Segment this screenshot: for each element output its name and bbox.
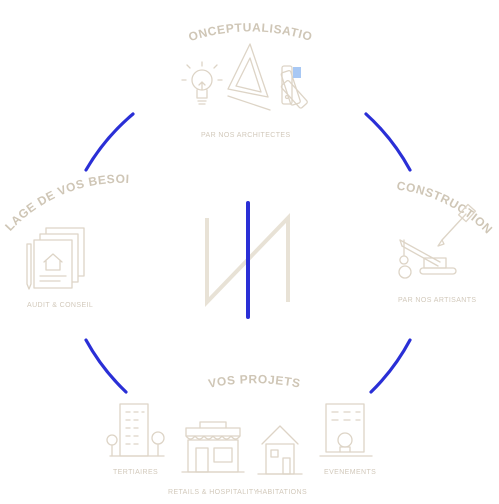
storefront-icon[interactable] xyxy=(181,421,245,473)
office-building-icon[interactable] xyxy=(106,403,165,457)
projet-label-tertiaires[interactable]: TERTIAIRES xyxy=(113,469,159,476)
paintbrush-icon xyxy=(437,203,477,247)
construction-title: CONSTRUCTION xyxy=(396,179,495,237)
ciblage-caption: AUDIT & CONSEIL xyxy=(27,302,94,309)
ciblage-title: CIBLAGE DE VOS BESOINS xyxy=(0,0,129,234)
section-conceptualisation[interactable]: CONCEPTUALISATION xyxy=(0,0,314,111)
conceptualisation-caption: PAR NOS ARCHITECTES xyxy=(201,132,291,139)
svg-text:CONCEPTUALISATION: CONCEPTUALISATION xyxy=(0,0,314,44)
color-swatch-highlight xyxy=(293,67,301,78)
projet-label-retail[interactable]: RETAILS & HOSPITALITY xyxy=(168,489,259,496)
ring-arc-top-right xyxy=(364,112,412,172)
ring-segments xyxy=(84,112,412,394)
construction-caption: PAR NOS ARTISANTS xyxy=(398,297,477,304)
event-venue-icon[interactable] xyxy=(319,403,373,457)
svg-text:CIBLAGE DE VOS BESOINS: CIBLAGE DE VOS BESOINS xyxy=(0,0,130,234)
crane-icon xyxy=(398,239,457,279)
section-ciblage[interactable]: CIBLAGE DE VOS BESOINS xyxy=(0,0,130,290)
lightbulb-icon xyxy=(181,61,223,105)
ring-arc-bottom-right xyxy=(369,338,412,394)
projets-title: VOS PROJETS xyxy=(207,372,301,390)
set-square-icon xyxy=(227,43,271,111)
color-swatch-icon xyxy=(280,65,308,109)
projet-label-evenements[interactable]: EVENEMENTS xyxy=(324,469,377,476)
section-projets: VOS PROJETS xyxy=(106,372,373,475)
projet-label-habitations[interactable]: HABITATIONS xyxy=(257,489,308,496)
svg-text:CONSTRUCTION: CONSTRUCTION xyxy=(396,179,496,237)
ring-arc-top-left xyxy=(84,112,135,172)
w-monogram-icon xyxy=(205,201,290,319)
house-icon[interactable] xyxy=(257,425,303,475)
ring-arc-bottom-left xyxy=(84,338,128,394)
conceptualisation-title: CONCEPTUALISATION xyxy=(0,0,314,44)
section-construction[interactable]: CONSTRUCTION xyxy=(396,179,496,279)
documents-icon xyxy=(26,227,85,290)
svg-text:VOS PROJETS: VOS PROJETS xyxy=(207,372,302,390)
